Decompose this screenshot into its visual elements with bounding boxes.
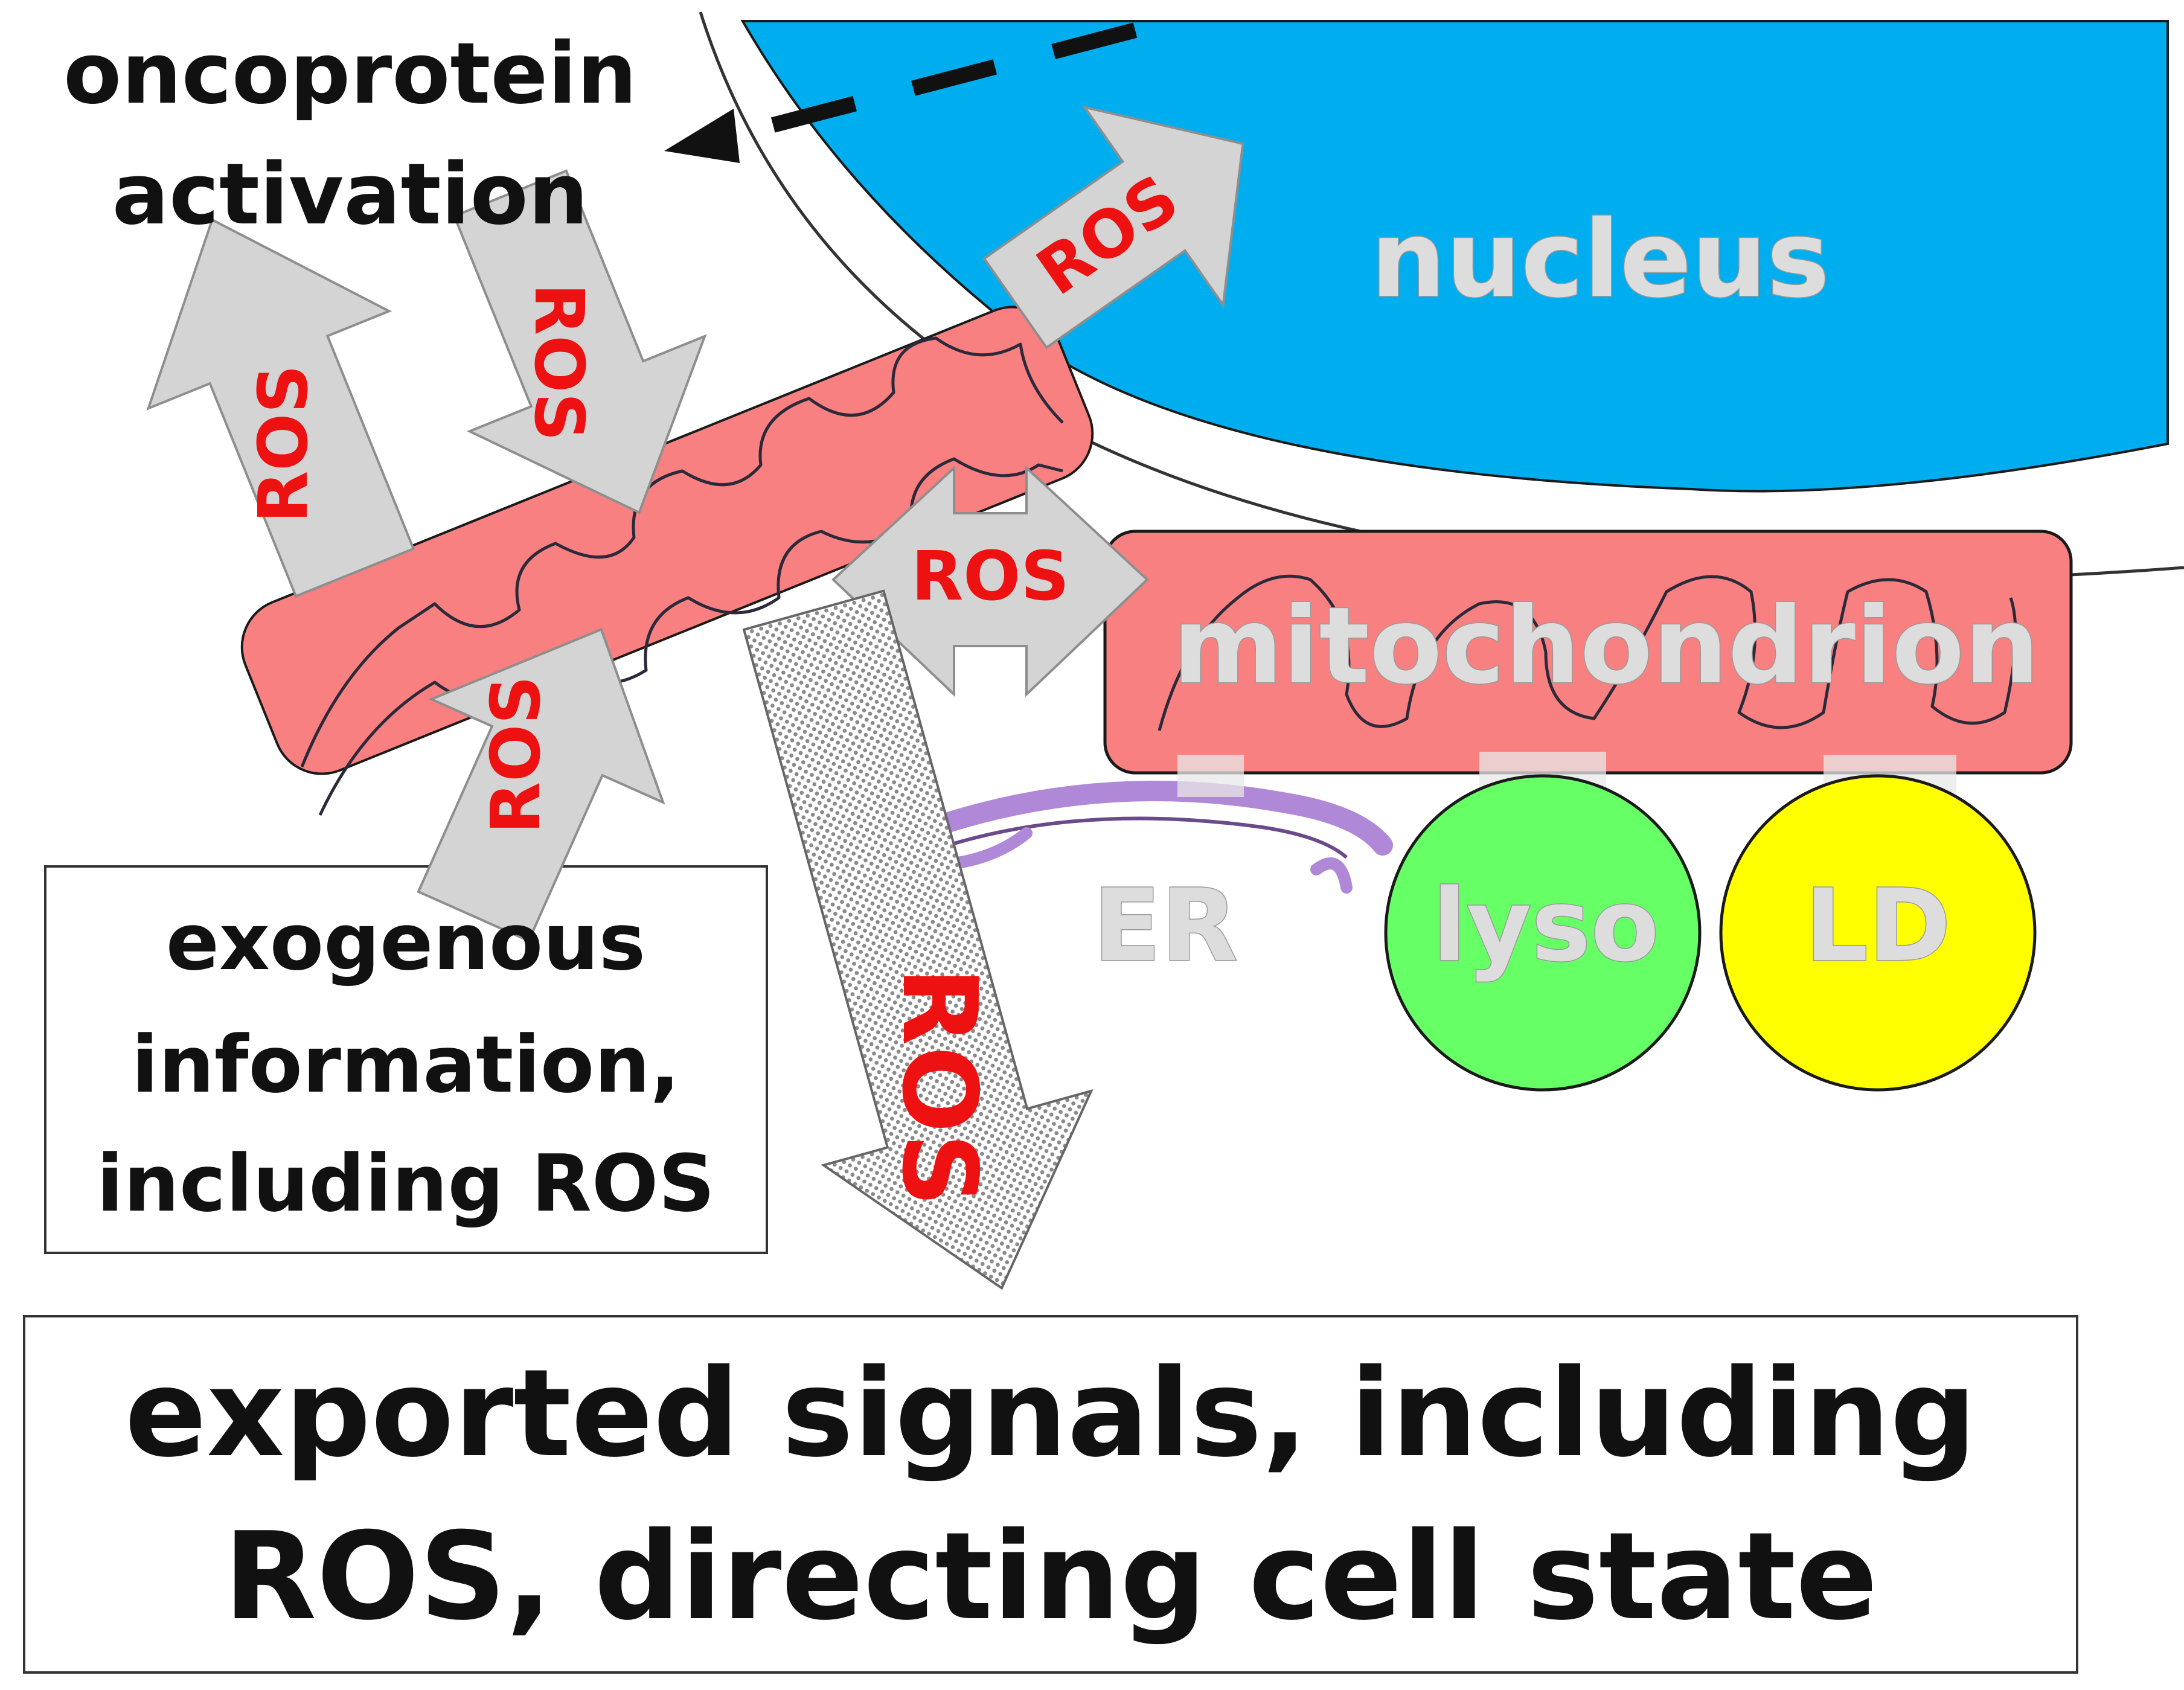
ros-arrow-lower-up [417, 627, 665, 943]
lipid-droplet [1719, 774, 2037, 1092]
mitochondrion-label: mitochondrion [1173, 585, 2040, 708]
exogenous-label-line3: including ROS [97, 1138, 715, 1229]
exogenous-label-line2: information, [132, 1019, 680, 1110]
cristae-right [1158, 574, 2017, 731]
exogenous-label-line1: exogenous [166, 896, 645, 988]
exported-label-line2: ROS, directing cell state [223, 1506, 1877, 1647]
ros-arrow-down [452, 169, 707, 514]
nucleus-body [740, 20, 2169, 493]
ros-label-double: ROS [911, 537, 1069, 616]
exported-signals-box [23, 1315, 2078, 1674]
ros-label-export: ROS [879, 967, 999, 1207]
ros-label-up-left: ROS [245, 365, 323, 523]
cristae-upper [300, 336, 1064, 767]
oncoprotein-label-line1: oncoprotein [63, 25, 637, 123]
dashed-arrow-oncoprotein [664, 22, 1138, 163]
nucleus-label: nucleus [1371, 199, 1830, 321]
exogenous-info-box [44, 865, 768, 1254]
lysosome [1384, 774, 1702, 1092]
ros-arrow-export [742, 589, 1094, 1290]
exported-label-line1: exported signals, including [125, 1343, 1977, 1484]
ros-arrow-up-left [146, 218, 415, 598]
lyso-label: lyso [1432, 868, 1659, 984]
ros-label-lower-up: ROS [477, 676, 556, 834]
ld-label: LD [1805, 868, 1951, 984]
ros-arrow-nucleus [982, 105, 1244, 350]
contact-site-er [1177, 755, 1244, 797]
er-label: ER [1093, 868, 1238, 984]
ros-label-down: ROS [519, 283, 598, 441]
mitochondrion-right [1103, 530, 2073, 775]
oncoprotein-label-line2: activation [112, 146, 589, 244]
ros-arrow-double [831, 465, 1149, 697]
